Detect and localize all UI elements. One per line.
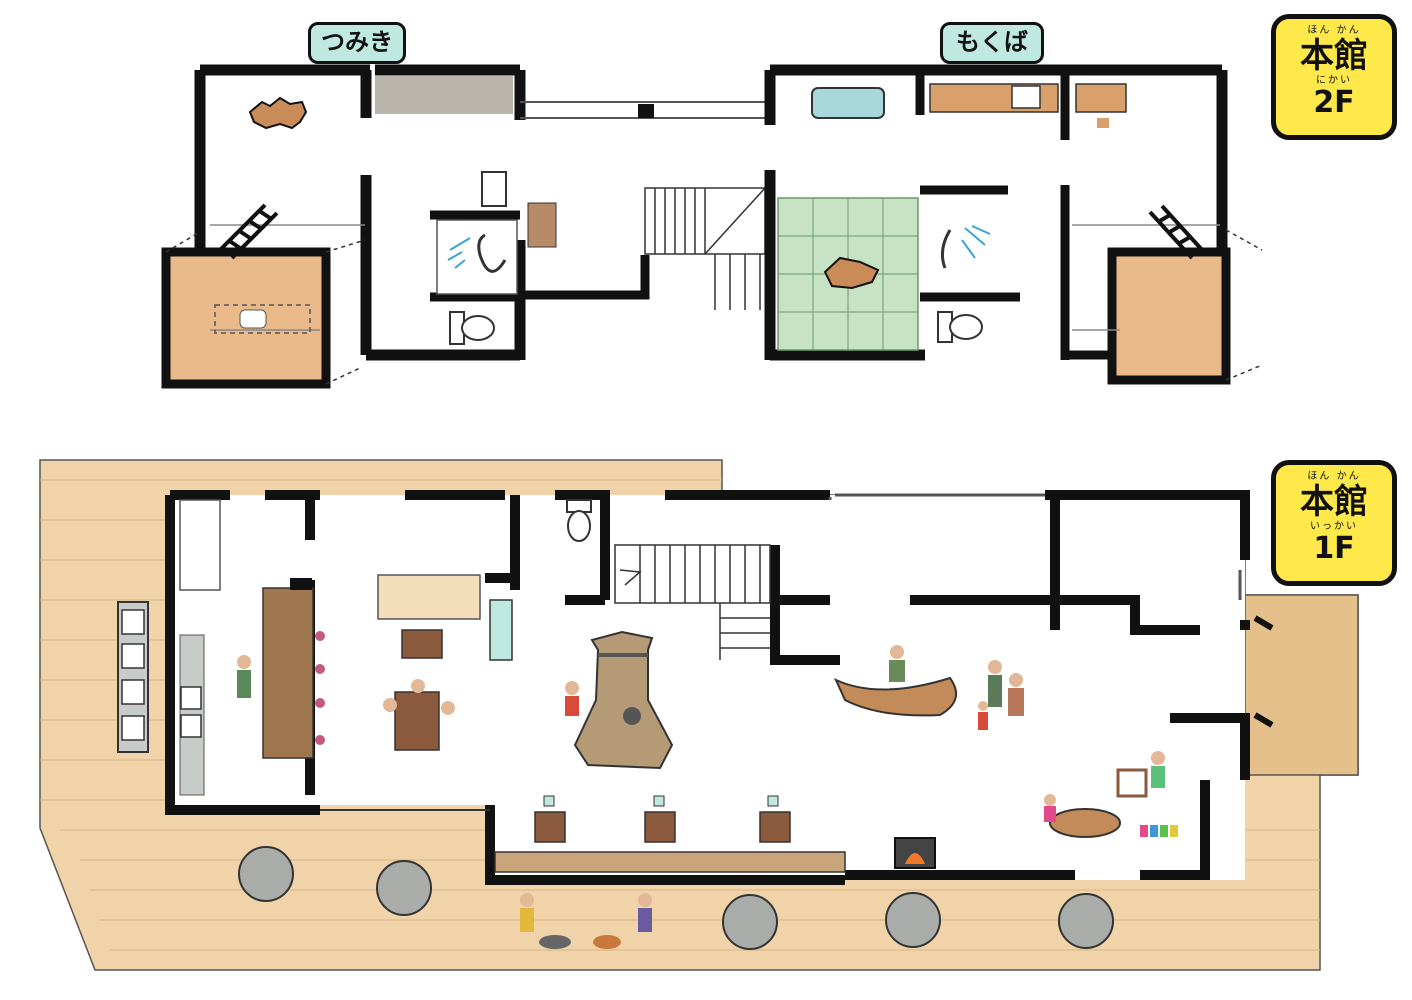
floor-1f bbox=[39, 459, 1359, 971]
badge-1f-ruby2: いっかい bbox=[1310, 521, 1358, 532]
stepping-stones bbox=[238, 846, 1114, 950]
stairs-icon bbox=[644, 187, 766, 310]
badge-2f-ruby: ほん かん bbox=[1307, 25, 1361, 36]
kitchen bbox=[117, 499, 325, 796]
ladder-icon bbox=[1148, 204, 1206, 260]
badge-2f-kanji: 本館 bbox=[1300, 36, 1368, 76]
badge-1f: ほん かん 本館 いっかい 1F bbox=[1271, 460, 1397, 586]
badge-2f-floor: 2F bbox=[1313, 85, 1355, 120]
curved-bench bbox=[834, 676, 958, 717]
fireplace-icon bbox=[894, 837, 936, 869]
person-icon bbox=[520, 893, 652, 932]
window-counter bbox=[494, 851, 846, 873]
label-mokuba: もくば bbox=[940, 22, 1044, 64]
sink-icon bbox=[481, 171, 507, 207]
corridor-2f bbox=[520, 101, 770, 310]
person-icon bbox=[565, 681, 579, 716]
ladder-icon bbox=[218, 203, 279, 260]
badge-1f-kanji: 本館 bbox=[1300, 482, 1368, 522]
badge-1f-ruby: ほん かん bbox=[1307, 471, 1361, 482]
room-tsumiki bbox=[161, 64, 557, 389]
badge-2f: ほん かん 本館 にかい 2F bbox=[1271, 14, 1397, 140]
person-icon bbox=[889, 645, 905, 682]
shower-icon bbox=[940, 225, 991, 269]
person-icon bbox=[978, 660, 1024, 730]
desk-icon bbox=[534, 811, 791, 843]
toilet-icon bbox=[937, 311, 983, 343]
bed-loft bbox=[1107, 247, 1231, 385]
stool-icon bbox=[315, 631, 325, 745]
storage-shelf bbox=[375, 76, 513, 114]
toilet-icon bbox=[566, 499, 592, 542]
tree-climbing-icon bbox=[573, 630, 674, 770]
kitchen-island bbox=[262, 587, 314, 759]
room-mokuba bbox=[764, 64, 1263, 385]
dog-icon bbox=[539, 935, 621, 949]
table-icon bbox=[401, 629, 443, 659]
toilet-icon bbox=[449, 311, 495, 345]
stove-icon bbox=[180, 686, 202, 738]
person-icon bbox=[237, 655, 251, 698]
walls-1f bbox=[165, 490, 1250, 885]
shower-icon bbox=[436, 219, 518, 295]
sink-icon bbox=[489, 599, 513, 661]
table-icon bbox=[394, 691, 440, 751]
sofa-icon bbox=[811, 87, 885, 119]
rug-icon bbox=[248, 96, 308, 130]
badge-2f-ruby2: にかい bbox=[1316, 75, 1352, 86]
stairs-icon bbox=[614, 544, 771, 660]
sink-icon bbox=[1011, 85, 1041, 109]
badge-1f-floor: 1F bbox=[1313, 531, 1355, 566]
dining-area bbox=[377, 574, 481, 751]
person-icon bbox=[383, 679, 455, 715]
label-tsumiki: つみき bbox=[308, 22, 406, 64]
toy-blocks-icon bbox=[1049, 768, 1178, 838]
rug-icon bbox=[823, 256, 880, 290]
person-icon bbox=[1044, 751, 1165, 822]
floor-2f bbox=[161, 64, 1263, 389]
